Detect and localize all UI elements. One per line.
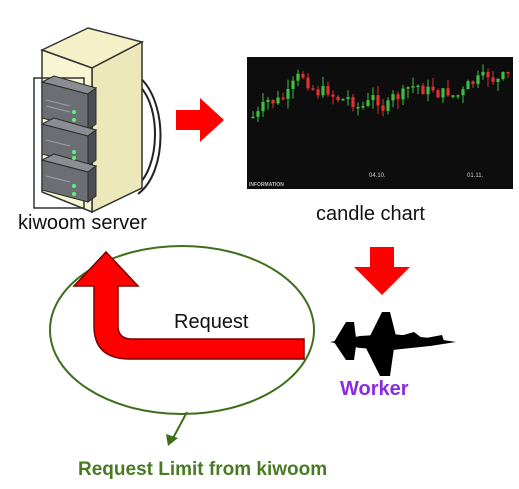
candle-body: [336, 96, 340, 101]
server-label: kiwoom server: [18, 212, 147, 234]
candle-body: [421, 85, 425, 95]
candle-body: [331, 94, 335, 97]
candle-body: [296, 73, 300, 81]
candle-body: [311, 88, 315, 90]
candle-body: [506, 72, 510, 74]
candle-body: [351, 97, 355, 108]
candle-body: [426, 86, 430, 95]
candle-body: [306, 77, 310, 89]
candle-body: [346, 97, 350, 100]
worker-label: Worker: [340, 378, 409, 400]
candle-body: [476, 75, 480, 84]
candle-body: [316, 89, 320, 96]
candle-body: [486, 72, 490, 78]
candle-body: [416, 85, 420, 88]
candle-body: [356, 107, 360, 109]
candle-body: [326, 86, 330, 95]
request-limit-label: Request Limit from kiwoom: [78, 459, 328, 480]
server-rack-icon: [33, 27, 162, 214]
candle-body: [376, 95, 380, 106]
candle-body: [366, 100, 370, 106]
chart-corner-text: INFORMATION: [249, 182, 284, 188]
candlestick-chart-icon: [251, 64, 510, 122]
candle-body: [291, 80, 295, 89]
chart-date-label: 01.11.: [467, 173, 484, 179]
candle-body: [386, 100, 390, 111]
candle-body: [256, 111, 260, 117]
candle-body: [396, 94, 400, 100]
candle-body: [411, 86, 415, 88]
down-arrow-icon: [354, 247, 410, 295]
candle-body: [471, 81, 475, 84]
candle-body: [401, 88, 405, 100]
candle-body: [496, 78, 500, 83]
candle-body: [271, 99, 275, 104]
chart-label: candle chart: [316, 203, 425, 225]
candle-body: [381, 105, 385, 111]
candle-body: [441, 88, 445, 98]
candle-body: [431, 86, 435, 91]
candle-body: [261, 101, 265, 112]
candle-body: [371, 95, 375, 101]
candle-body: [456, 95, 460, 97]
candle-body: [451, 95, 455, 97]
candle-body: [321, 86, 325, 96]
candle-body: [251, 116, 255, 119]
candle-body: [491, 77, 495, 83]
candle-body: [481, 72, 485, 76]
candle-body: [446, 88, 450, 96]
fighter-jet-icon: [330, 312, 456, 376]
candle-body: [361, 105, 365, 108]
chart-date-label: 04.10.: [369, 173, 386, 179]
candle-body: [406, 87, 410, 89]
candle-body: [281, 97, 285, 100]
candle-body: [286, 88, 290, 99]
candle-body: [466, 81, 470, 90]
right-arrow-icon: [176, 98, 224, 142]
candle-body: [341, 99, 345, 101]
candle-body: [436, 90, 440, 98]
candle-body: [461, 89, 465, 96]
request-label: Request: [174, 311, 249, 333]
candle-body: [391, 94, 395, 101]
candle-body: [266, 99, 270, 102]
candle-body: [501, 72, 505, 79]
candle-body: [276, 97, 280, 104]
candle-chart-panel: 04.10. 01.11. INFORMATION: [247, 57, 513, 189]
candle-body: [301, 73, 305, 78]
